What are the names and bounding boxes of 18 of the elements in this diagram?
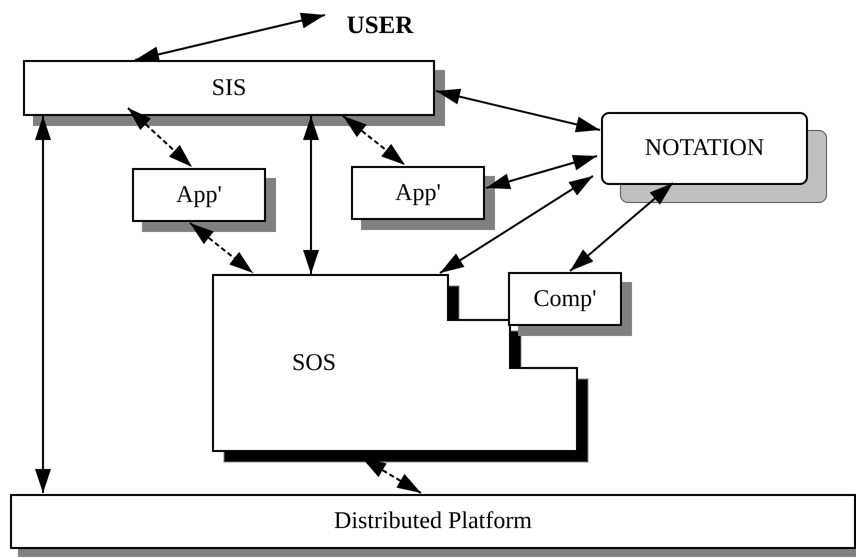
node-label: SOS xyxy=(292,350,336,377)
node-label: App' xyxy=(395,180,441,206)
node-label: Distributed Platform xyxy=(334,508,532,535)
double-arrow xyxy=(439,175,594,274)
user-label: USER xyxy=(346,12,414,40)
double-arrow xyxy=(303,116,319,274)
double-arrow xyxy=(436,88,600,132)
double-arrow xyxy=(569,182,674,272)
double-arrow xyxy=(342,115,406,166)
node-label: NOTATION xyxy=(644,135,764,162)
double-arrow xyxy=(127,107,193,168)
double-arrow xyxy=(189,222,254,274)
node-label: Comp' xyxy=(534,286,596,312)
node-label: SIS xyxy=(212,74,246,102)
double-arrow xyxy=(486,154,598,190)
double-arrow xyxy=(35,116,51,493)
double-arrow xyxy=(134,12,326,62)
node-label: App' xyxy=(176,182,222,208)
